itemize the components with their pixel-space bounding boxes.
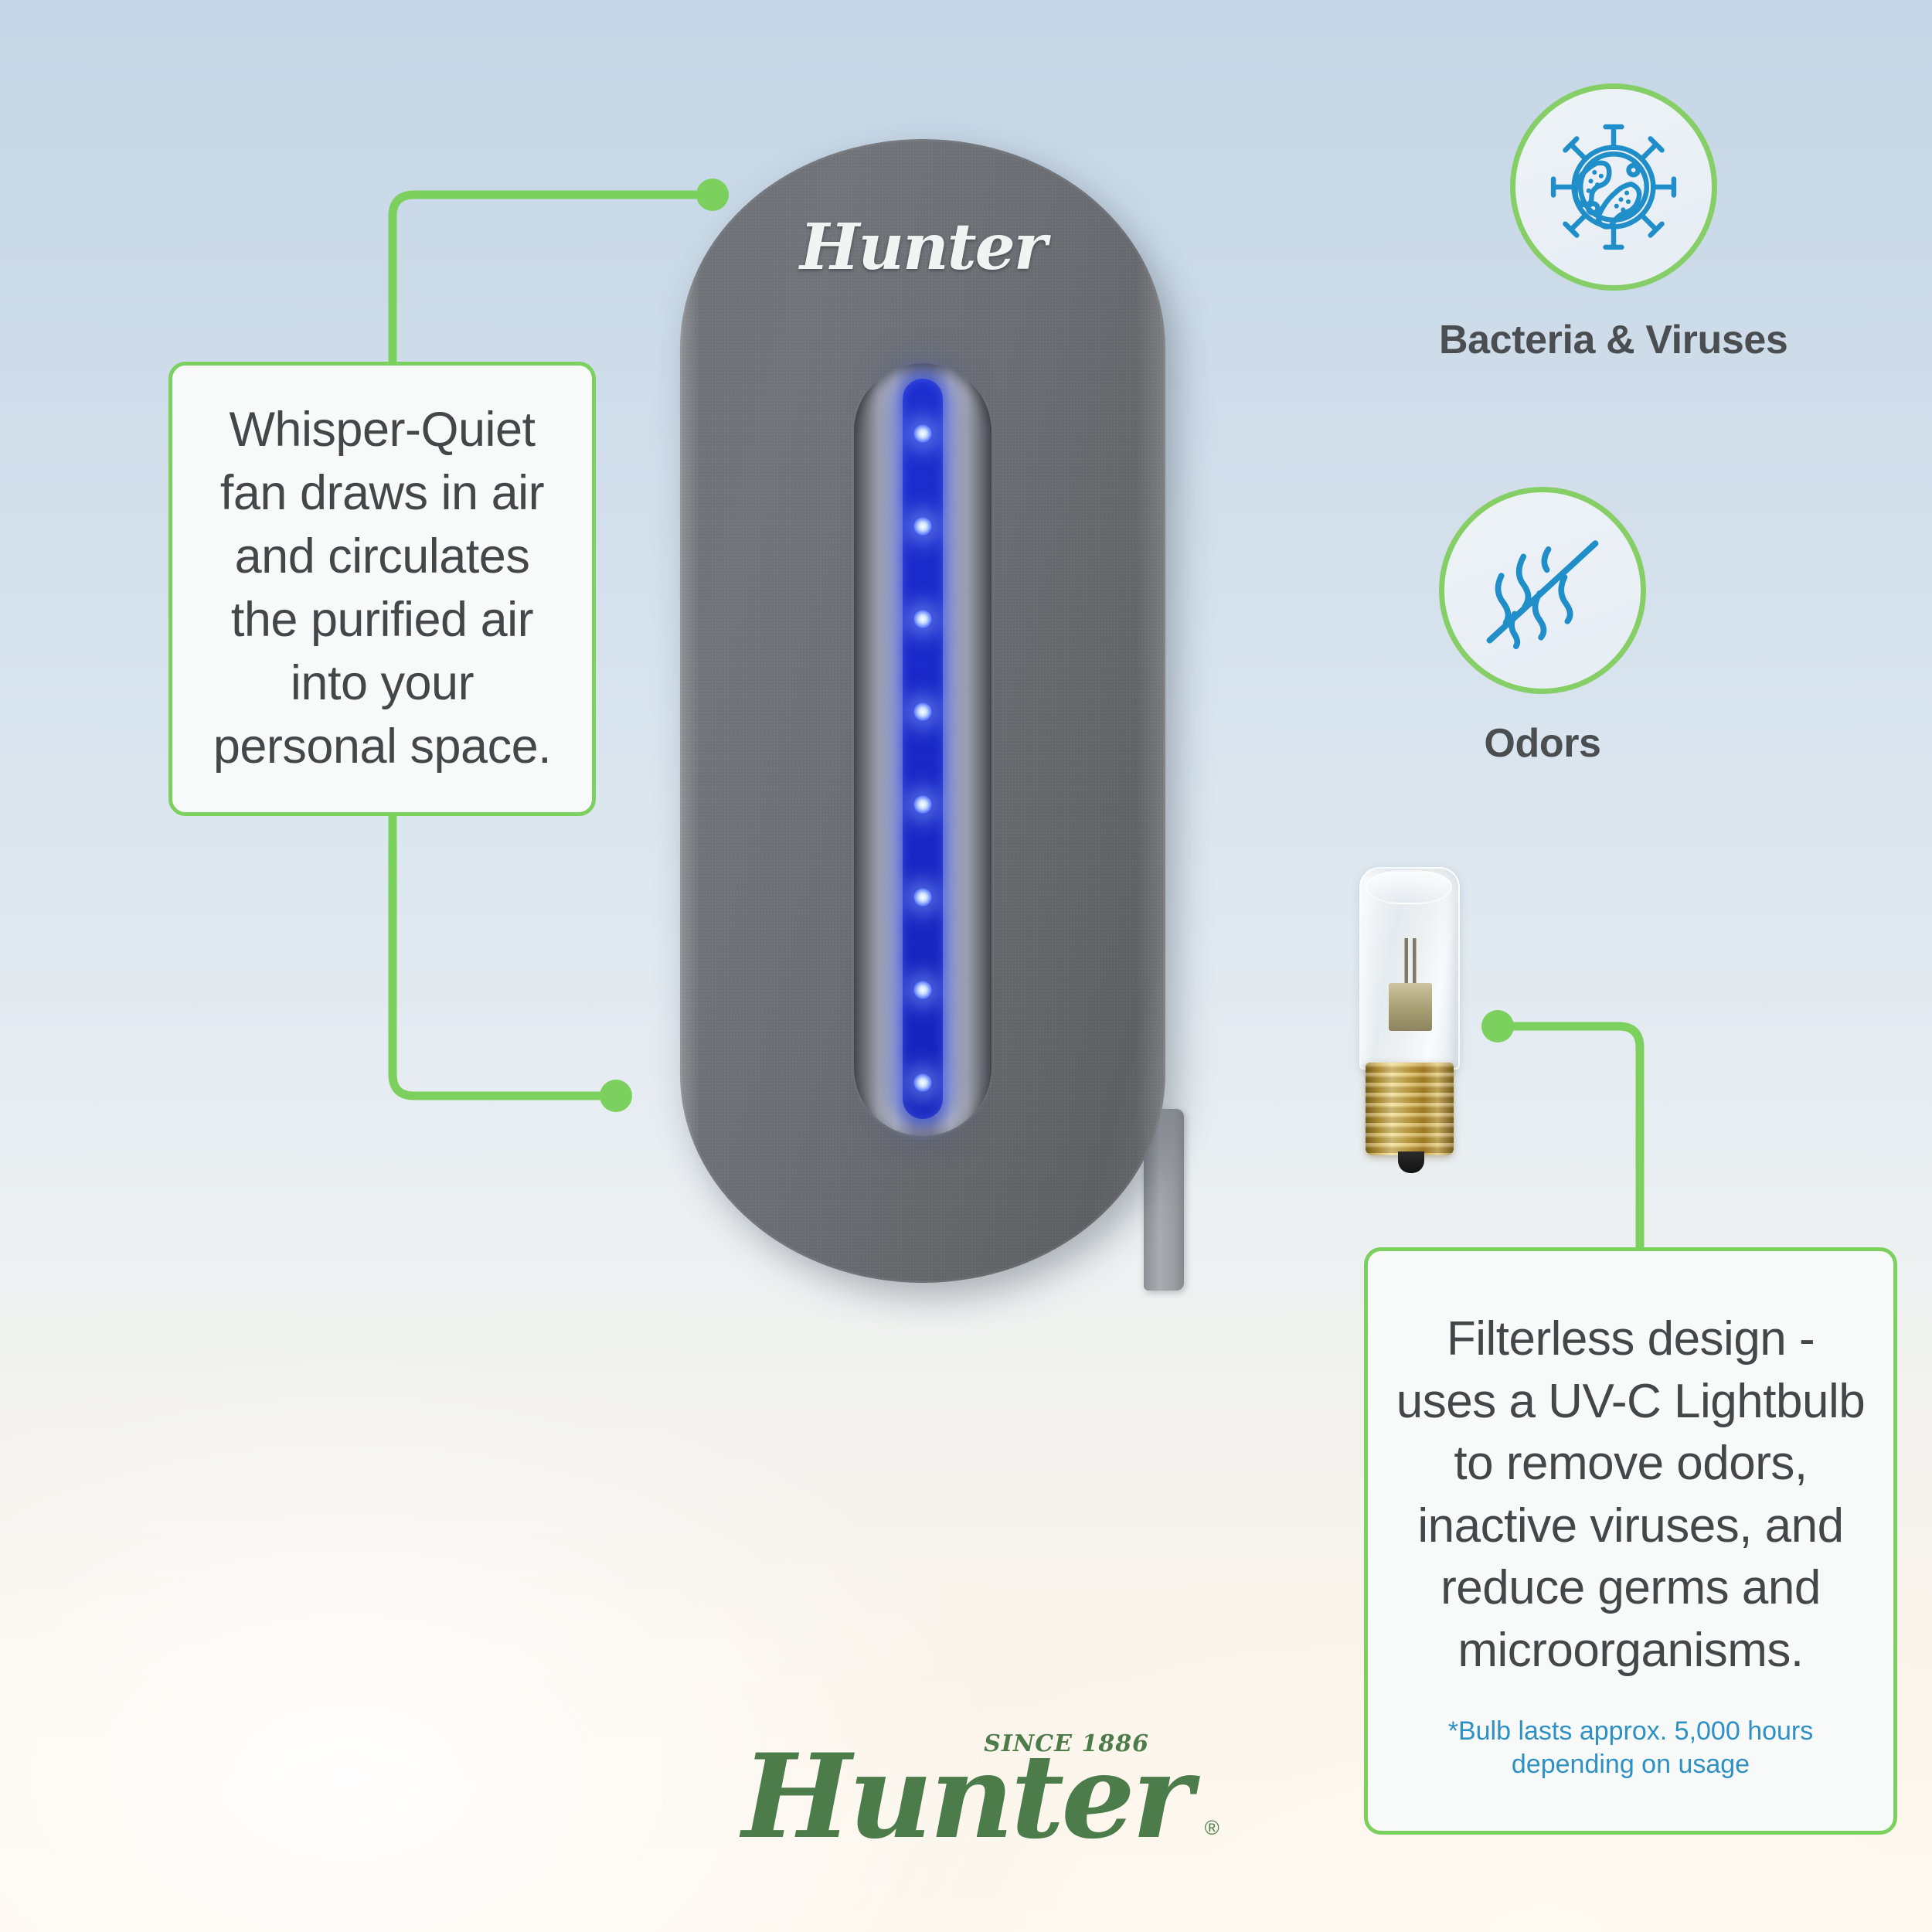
- feature-odors: Odors: [1439, 487, 1646, 767]
- hunter-brand-logo: Hunter SINCE 1886 ®: [726, 1708, 1219, 1886]
- air-purifier-device: Hunter: [680, 139, 1314, 1623]
- feature-odors-label: Odors: [1484, 721, 1601, 766]
- connector-path-top-left: [388, 190, 704, 368]
- connector-path-right: [1506, 1022, 1645, 1250]
- led-point: [913, 1073, 933, 1093]
- led-point: [913, 516, 933, 536]
- callout-bulb-life-note: *Bulb lasts approx. 5,000 hours dependin…: [1447, 1716, 1814, 1780]
- callout-whisper-quiet: Whisper-Quiet fan draws in air and circu…: [168, 362, 596, 816]
- callout-filterless-design: Filterless design - uses a UV-C Lightbul…: [1364, 1247, 1897, 1835]
- device-body: Hunter: [680, 139, 1165, 1283]
- led-point: [913, 423, 933, 444]
- callout-whisper-quiet-text: Whisper-Quiet fan draws in air and circu…: [213, 403, 552, 774]
- device-edge-highlight-left: [680, 139, 700, 1283]
- led-point: [913, 794, 933, 815]
- led-point: [913, 887, 933, 907]
- no-odor-icon: [1486, 540, 1599, 649]
- feature-bacteria-viruses-label: Bacteria & Viruses: [1439, 318, 1788, 362]
- uvc-lightbulb: [1339, 867, 1482, 1192]
- bulb-glass-top: [1366, 870, 1452, 904]
- hunter-brand-since: SINCE 1886: [984, 1730, 1149, 1757]
- virus-icon: [1550, 124, 1676, 250]
- led-point: [913, 609, 933, 629]
- connector-dot-bottom-left: [600, 1080, 632, 1112]
- led-point: [913, 980, 933, 1000]
- led-point: [913, 702, 933, 722]
- bulb-stem-block: [1389, 983, 1432, 1031]
- bulb-screw-base: [1366, 1063, 1454, 1155]
- callout-filterless-design-text: Filterless design - uses a UV-C Lightbul…: [1396, 1312, 1866, 1677]
- feature-bacteria-viruses-circle: [1509, 83, 1717, 291]
- hunter-brand-script: Hunter SINCE 1886 ®: [742, 1733, 1219, 1855]
- hunter-brand-registered-mark: ®: [1204, 1816, 1219, 1839]
- connector-path-bottom-left: [388, 811, 607, 1100]
- hunter-brand-name: Hunter: [742, 1729, 1193, 1865]
- device-led-strip: [903, 379, 943, 1119]
- bulb-contact-tip: [1398, 1151, 1424, 1173]
- device-hunter-logo: Hunter: [800, 210, 1047, 284]
- feature-bacteria-viruses: Bacteria & Viruses: [1439, 83, 1788, 363]
- feature-odors-circle: [1439, 487, 1646, 694]
- device-led-channel: [854, 363, 992, 1136]
- connector-dot-right: [1481, 1010, 1514, 1043]
- device-edge-highlight-right: [1136, 139, 1165, 1283]
